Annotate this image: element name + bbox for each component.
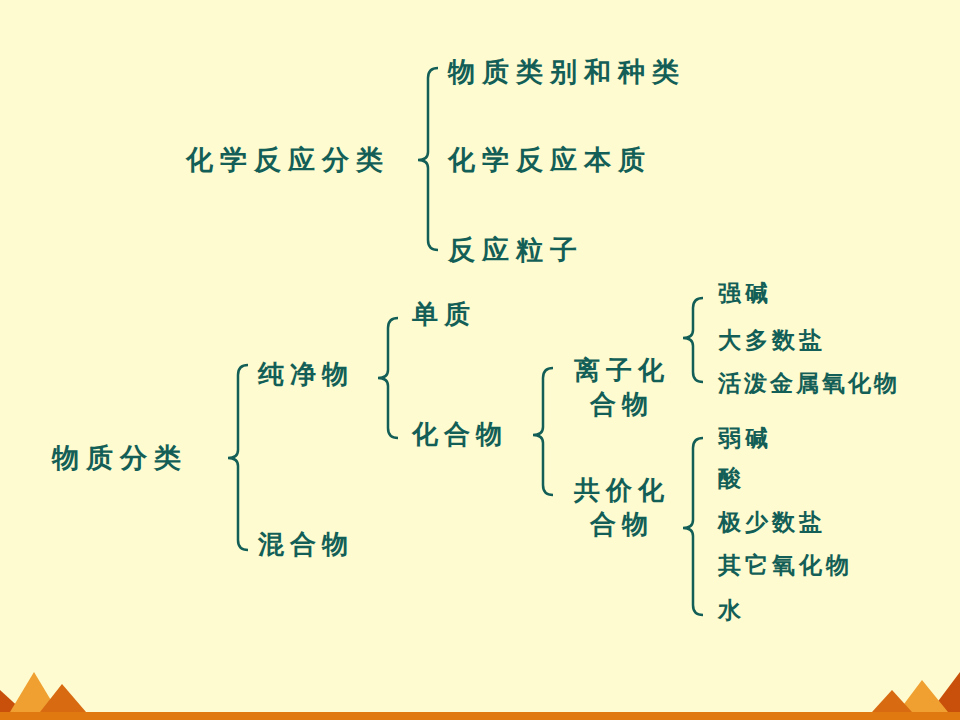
tree-label: 纯净物 — [258, 358, 354, 392]
tree-label: 物质分类 — [52, 440, 188, 475]
tree-label: 极少数盐 — [718, 507, 826, 537]
tree-label: 化学反应本质 — [448, 142, 652, 177]
tree-label: 物质类别和种类 — [448, 54, 686, 89]
tree-label: 强碱 — [718, 278, 772, 308]
curly-brace — [228, 365, 248, 550]
curly-brace — [683, 438, 703, 615]
tree-label: 化学反应分类 — [186, 142, 390, 177]
tree-label: 离子化合物 — [562, 354, 682, 422]
tree-label: 水 — [718, 595, 745, 625]
tree-label: 弱碱 — [718, 423, 772, 453]
tree-label: 活泼金属氧化物 — [718, 368, 900, 398]
tree-label: 共价化合物 — [562, 474, 682, 542]
tree-label: 酸 — [718, 463, 745, 493]
tree-label: 混合物 — [258, 528, 354, 562]
curly-brace — [418, 68, 438, 250]
corner-decoration — [0, 672, 960, 720]
curly-brace — [378, 318, 398, 438]
tree-label: 其它氧化物 — [718, 550, 853, 580]
bottom-bar — [0, 712, 960, 720]
tree-label: 大多数盐 — [718, 325, 826, 355]
tree-label: 反应粒子 — [448, 232, 584, 267]
tree-label: 单质 — [412, 298, 476, 332]
curly-brace — [533, 368, 553, 495]
curly-brace — [683, 298, 703, 382]
tree-label: 化合物 — [412, 418, 508, 452]
